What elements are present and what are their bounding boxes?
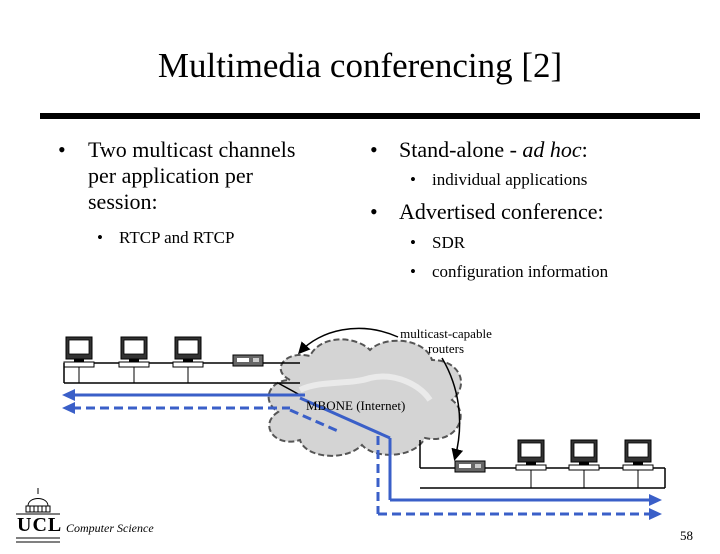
router-label-line-1: multicast-capable [400, 326, 492, 341]
left-bullet-line-2: per application per [88, 163, 253, 188]
right-bullet1-dot: • [370, 137, 378, 162]
left-sub-text: RTCP and RTCP [119, 228, 235, 247]
router-label: multicast-capable routers [396, 326, 496, 356]
ucl-logo-text: UCL [17, 514, 63, 536]
left-bullet-dot: • [58, 137, 66, 162]
left-bullet-line-3: session: [88, 189, 158, 214]
right-sub2b-text: configuration information [432, 262, 609, 281]
router-icon [232, 354, 264, 367]
cloud-icon [267, 338, 463, 457]
cloud-label: MBONE (Internet) [306, 398, 406, 413]
workstation-icon [622, 439, 654, 488]
right-sub1-text: individual applications [432, 170, 588, 189]
right-bullet1-text: Stand-alone - ad hoc: [399, 137, 588, 163]
right-sub2a-text: SDR [432, 233, 466, 252]
right-bullet1-suffix: : [581, 137, 588, 162]
left-bullet-text: Two multicast channels per application p… [88, 137, 295, 215]
right-bullet2-dot: • [370, 199, 378, 224]
workstation-icon [63, 336, 95, 383]
right-sub1-dot: • [410, 170, 416, 189]
right-bullet1-prefix: Stand-alone - [399, 137, 523, 162]
router-icon [454, 460, 486, 473]
title-rule [40, 113, 700, 119]
right-sub2a-dot: • [410, 233, 416, 252]
right-sub2b-dot: • [410, 262, 416, 281]
left-bullet-line-1: Two multicast channels [88, 137, 296, 162]
workstation-icon [172, 336, 204, 383]
page-number: 58 [680, 528, 693, 543]
workstation-icon [118, 336, 150, 383]
left-sub-dot: • [97, 228, 103, 247]
right-bullet2-text: Advertised conference: [399, 199, 604, 224]
workstation-icon [568, 439, 600, 488]
workstation-icon [515, 439, 547, 488]
ucl-dome-logo [16, 488, 60, 543]
router-label-line-2: routers [427, 341, 465, 356]
footer-dept: Computer Science [66, 521, 154, 535]
right-bullet1-italic: ad hoc [522, 137, 582, 162]
slide-title: Multimedia conferencing [2] [157, 46, 563, 85]
